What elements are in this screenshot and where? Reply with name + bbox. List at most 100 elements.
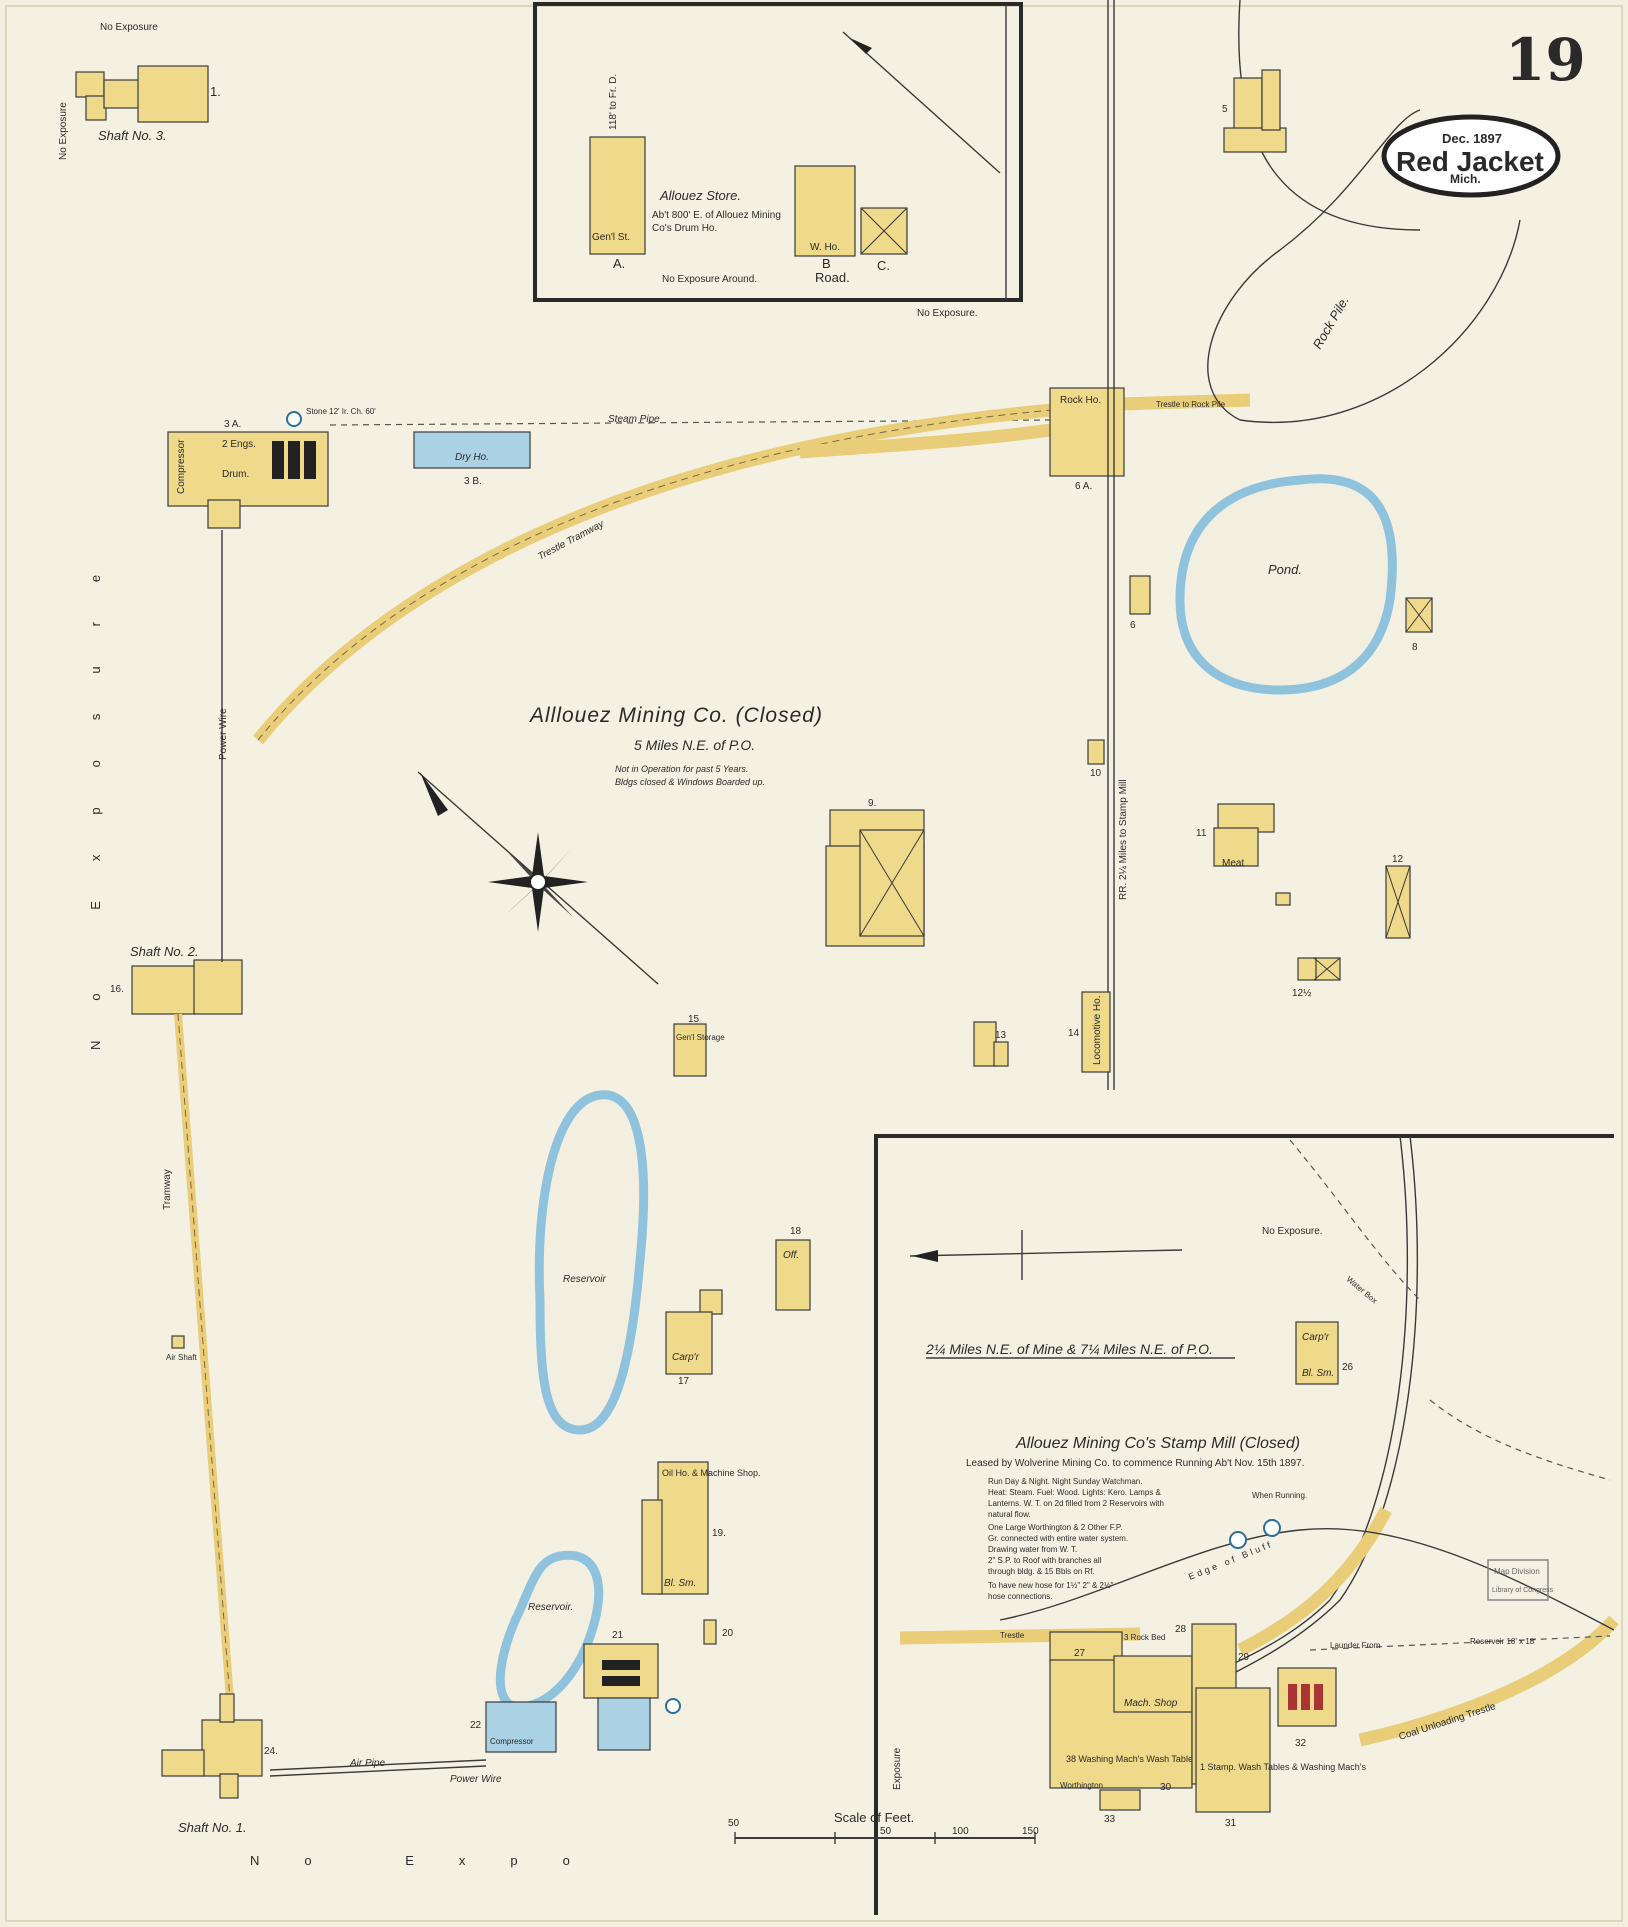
building-13-a: [973, 1021, 997, 1067]
no-exposure-topleft: No Exposure: [100, 22, 158, 33]
label-20: 20: [722, 1628, 734, 1639]
bldg12-x2: [1385, 865, 1411, 939]
compass-arrow: [420, 772, 448, 816]
air-shaft-label: Air Shaft: [166, 1353, 197, 1362]
compressor-drum-building: [167, 431, 329, 507]
label-8: 8: [1412, 642, 1418, 653]
rock-ho-label: Rock Ho.: [1060, 395, 1101, 406]
scale-label-50: 50: [880, 1826, 892, 1837]
mill-info-8: Drawing water from W. T.: [988, 1545, 1077, 1554]
rock-pile-outline: [1207, 0, 1421, 421]
building-12b-b: [1297, 957, 1317, 981]
library-stamp: [1487, 1559, 1549, 1601]
store-note-1: Ab't 800' E. of Allouez Mining: [652, 210, 781, 221]
label-12: 12: [1392, 854, 1404, 865]
compass-center: [529, 873, 547, 891]
inset-north-arrow-line: [842, 31, 1001, 174]
label-21: 21: [612, 1630, 624, 1641]
carpr-label: Carp'r: [672, 1352, 700, 1363]
shaft3-slide: [103, 79, 141, 109]
mach-shop: [1113, 1655, 1193, 1713]
main-title: Alllouez Mining Co. (Closed): [528, 704, 823, 727]
scale-label-100: 100: [952, 1826, 969, 1837]
building-small-ho: [1275, 892, 1291, 906]
building-5-small: [1233, 77, 1263, 133]
worthington-label: Worthington: [1060, 1781, 1103, 1790]
label-18: 18: [790, 1226, 802, 1237]
store-exposure: No Exposure Around.: [662, 274, 757, 285]
bl-sm-label: Bl. Sm.: [664, 1578, 696, 1589]
mill-info-9: 2" S.P. to Roof with branches all: [988, 1556, 1102, 1565]
store-b-label: W. Ho.: [810, 242, 840, 253]
inset-store-frame: [533, 2, 1023, 302]
trestle-to-rock-pile: [1119, 393, 1251, 411]
boiler-21-a: [602, 1660, 640, 1670]
compressor-2-label: Compressor: [490, 1737, 534, 1746]
mill-blsm-label: Bl. Sm.: [1302, 1368, 1334, 1379]
label-6a: 6 A.: [1075, 481, 1092, 492]
store-a-label: Gen'l St.: [592, 232, 630, 243]
mill-info-3: Lanterns. W. T. on 2d filled from 2 Rese…: [988, 1499, 1164, 1508]
store-building-b: [794, 165, 856, 257]
office-building: [775, 1239, 811, 1311]
shaft1-label: Shaft No. 1.: [178, 1820, 247, 1835]
label-29: 29: [1238, 1652, 1250, 1663]
off-label: Off.: [783, 1250, 799, 1261]
bldg12b-x2: [1313, 957, 1341, 981]
label-13: 13: [995, 1030, 1007, 1041]
paper-background: [5, 5, 1623, 1922]
boiler-house-21: [583, 1643, 659, 1699]
boiler-21-b: [602, 1676, 640, 1686]
mill-info-6: One Large Worthington & 2 Other F.P.: [988, 1523, 1122, 1532]
stamp-building: [1195, 1687, 1271, 1813]
sheet-date: Dec. 1897: [1442, 131, 1502, 146]
shaft1-left: [161, 1749, 205, 1777]
machine-shop: [657, 1461, 709, 1595]
reservoir-1: [534, 1090, 649, 1435]
horse-shed: [699, 1289, 723, 1315]
mill-info-4: natural flow.: [988, 1510, 1031, 1519]
store-note-2: Co's Drum Ho.: [652, 223, 717, 234]
mill-carpr-label: Carp'r: [1302, 1332, 1330, 1343]
label-28: 28: [1175, 1624, 1187, 1635]
steam-pipe-label: Steam Pipe: [608, 414, 660, 425]
mill-info-12: hose connections.: [988, 1592, 1053, 1601]
store-distance-label: 118' to Fr. D.: [608, 74, 619, 130]
label-1: 1.: [210, 84, 221, 99]
mill-north-arrow-head: [912, 1250, 938, 1262]
rail-curve-1: [1219, 1135, 1409, 1671]
town-oval: [1381, 114, 1561, 198]
inset-north-arrow-head: [850, 38, 872, 54]
label-5: 5: [1222, 104, 1228, 115]
scale-label-150: 150: [1022, 1826, 1039, 1837]
label-12b: 12½: [1292, 988, 1312, 999]
label-11: 11: [1196, 828, 1207, 839]
locomotive-ho-label: Locomotive Ho.: [1092, 996, 1103, 1065]
label-24: 24.: [264, 1746, 278, 1757]
building-5-wing: [1223, 127, 1287, 153]
pond-label: Pond.: [1268, 562, 1302, 577]
no-exposure-side-left: No Exposure: [88, 535, 103, 1050]
rr-note: RR. 2¼ Miles to Stamp Mill: [1117, 779, 1129, 900]
building-6: [1129, 575, 1151, 615]
store-title: Allouez Store.: [659, 188, 741, 203]
shaft3-main: [137, 65, 209, 123]
dry-ho-label: Dry Ho.: [455, 452, 489, 463]
sheet-number: 19: [1505, 26, 1586, 94]
water-tank-21: [665, 1698, 681, 1714]
building-10: [1087, 739, 1105, 765]
mill-north-arrow: [909, 1249, 1183, 1257]
label-27: 27: [1074, 1648, 1086, 1659]
boiler-3: [304, 441, 316, 479]
rock-house: [1049, 387, 1125, 477]
mill-trestle-curve: [1237, 1507, 1392, 1656]
label-32: 32: [1295, 1738, 1307, 1749]
mill-info-10: through bldg. & 15 Bbls on Rf.: [988, 1567, 1095, 1576]
engs-label: 2 Engs.: [222, 439, 256, 450]
mill-subtitle: Leased by Wolverine Mining Co. to commen…: [966, 1458, 1304, 1469]
main-note-1: Not in Operation for past 5 Years.: [615, 764, 748, 774]
town-name: Red Jacket: [1396, 146, 1544, 177]
power-wire-label: Power Wire: [218, 708, 229, 760]
shaft2-slide: [131, 965, 197, 1015]
coal-unloading-trestle: [1358, 1615, 1619, 1747]
